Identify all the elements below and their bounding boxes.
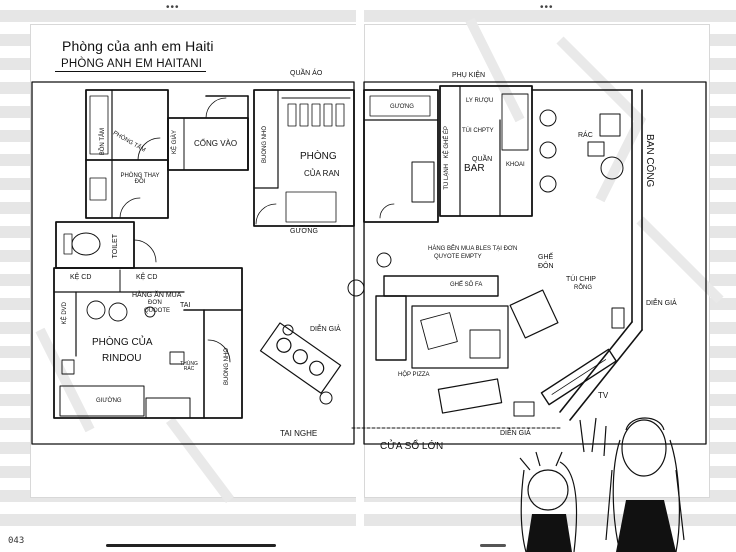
top-dots-left: ••• bbox=[166, 2, 180, 13]
watermark bbox=[35, 17, 724, 503]
label-phong-ran: PHÒNG bbox=[300, 151, 337, 162]
label-quyote-empty: QUYOTE EMPTY bbox=[434, 254, 482, 260]
label-phong-thay-do: PHÒNG THAY ĐỒI bbox=[120, 173, 160, 185]
label-bar: BAR bbox=[464, 163, 485, 174]
label-tui-chpty: TÚI CHPTY bbox=[462, 128, 494, 134]
label-cua-so-lon: CỬA SỔ LỚN bbox=[380, 441, 444, 452]
label-khoai: KHOAI bbox=[506, 162, 525, 168]
label-dien-gia-right: DIỄN GIẢ bbox=[646, 300, 677, 307]
label-tu-lanh: TỦ LẠNH bbox=[444, 164, 450, 190]
label-hang-an-mua: HÀNG ĂN MUA bbox=[132, 292, 182, 299]
label-ghe-sofa: GHẾ SÔ FA bbox=[450, 282, 483, 288]
label-giuong-left: GIƯỜNG bbox=[96, 398, 122, 404]
top-dots-right: ••• bbox=[540, 2, 554, 13]
label-rac: RÁC bbox=[578, 132, 593, 139]
label-tai-nghe: TAI NGHE bbox=[280, 429, 318, 438]
label-thung-rac: THÙNG RÁC bbox=[180, 361, 198, 372]
label-ke-cd-2: KỆ CD bbox=[136, 274, 158, 281]
label-don-ghe: ĐÔN bbox=[538, 263, 554, 270]
label-phong-cua: PHÒNG CỦA bbox=[92, 337, 153, 348]
page-title: Phòng của anh em Haiti bbox=[62, 38, 214, 54]
label-quan: QUẦN bbox=[472, 156, 493, 163]
page-subtitle: PHÒNG ANH EM HAITANI bbox=[55, 58, 207, 72]
label-cua-ran: CỦA RAN bbox=[304, 169, 340, 178]
label-dien-gia-bottom: DIỄN GIẢ bbox=[500, 430, 531, 437]
scrollbar-left[interactable] bbox=[106, 544, 276, 547]
label-hang-ben-mua: HÀNG BÊN MUA BLES TẠI ĐƠN bbox=[428, 246, 518, 252]
label-ke-dvd: KỆ DVD bbox=[62, 302, 68, 325]
label-tv: TV bbox=[598, 391, 609, 400]
label-ke-giay: KỆ GIÀY bbox=[172, 130, 178, 155]
character-illustration bbox=[519, 417, 685, 552]
label-ke-ghe-ep: KỆ GHẾ ÉP bbox=[444, 126, 450, 159]
label-tai: TAI bbox=[180, 302, 191, 309]
label-ke-cd-1: KỆ CD bbox=[70, 274, 92, 281]
label-phu-kien: PHỤ KIỆN bbox=[452, 72, 486, 79]
label-don: ĐƠN bbox=[148, 300, 162, 306]
label-dien-gia-left: DIỄN GIẢ bbox=[310, 326, 341, 333]
label-cong-vao: CỔNG VÀO bbox=[194, 139, 238, 148]
page-number: 043 bbox=[8, 536, 25, 546]
label-rong: RỖNG bbox=[574, 285, 592, 291]
label-guong-bottom: GƯƠNG bbox=[290, 228, 318, 235]
label-rindou: RINDOU bbox=[102, 353, 142, 364]
label-toilet: TOILET bbox=[112, 234, 119, 259]
character-dark-clothes bbox=[526, 500, 676, 552]
label-tui-chip: TÚI CHIP bbox=[566, 276, 596, 283]
label-ghe: GHẾ bbox=[538, 254, 554, 261]
scrollbar-right[interactable] bbox=[480, 544, 506, 547]
label-buong-nho-2: BUỒNG NHỎ bbox=[224, 348, 230, 386]
label-quyote: QUOOTE bbox=[144, 308, 171, 314]
label-guong-top: GƯƠNG bbox=[390, 104, 414, 110]
label-quan-ao: QUẦN ÁO bbox=[290, 70, 323, 77]
label-bon-tam: BỒN TẮM bbox=[100, 128, 106, 156]
label-buong-nho: BUỒNG NHỎ bbox=[262, 126, 268, 164]
page-gutter bbox=[356, 0, 364, 552]
label-hop-pizza: HỘP PIZZA bbox=[398, 372, 430, 378]
label-ban-cong: BAN CÔNG bbox=[644, 134, 655, 188]
label-ly-ruou: LY RƯỢU bbox=[466, 98, 494, 104]
